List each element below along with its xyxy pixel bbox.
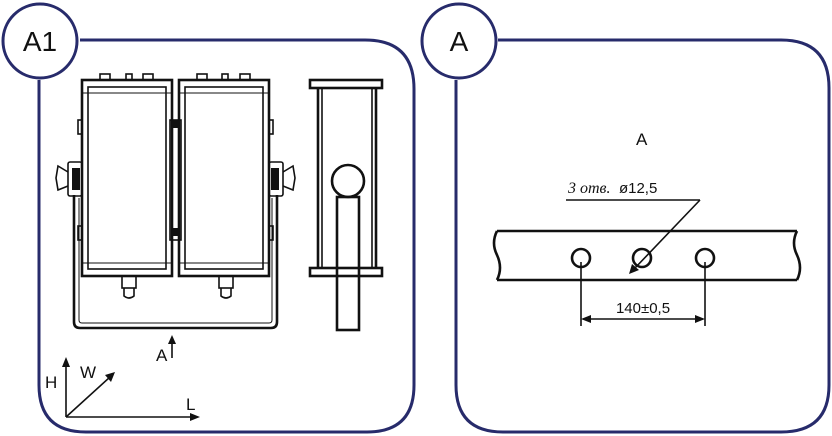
view-arrow-label: A — [156, 346, 168, 365]
right-knob — [268, 161, 296, 197]
mounting-bracket — [72, 195, 279, 330]
panel-a: A — [420, 2, 831, 434]
holes-note-prefix: 3 отв. — [567, 180, 611, 197]
axis-label-l: L — [186, 395, 195, 414]
hole-callout: 3 отв. ø12,5 — [566, 180, 701, 274]
panel-a-badge — [420, 2, 498, 80]
axis-label-h: H — [45, 373, 57, 392]
mounting-bracket-inner — [78, 198, 273, 324]
floodlight-side-view — [308, 78, 384, 332]
panel-a-frame — [454, 38, 831, 434]
bar-break-right — [792, 230, 802, 281]
hole-center — [631, 247, 653, 269]
panel-a1-badge-label: A1 — [23, 26, 57, 57]
axis-label-w: W — [80, 363, 96, 382]
panel-a1-frame — [37, 38, 416, 434]
lamp-module-right — [177, 73, 274, 299]
floodlight-front-view: A — [55, 73, 296, 365]
left-knob — [55, 161, 83, 197]
spacing-dimension: 140±0,5 — [580, 262, 706, 326]
detail-view-title: A — [636, 130, 648, 149]
view-arrow-a: A — [156, 335, 176, 365]
holes-note-value: ø12,5 — [619, 180, 657, 197]
lamp-module-left — [77, 73, 174, 299]
bar-break-left — [492, 230, 502, 281]
coordinate-axes: H W L — [45, 357, 200, 421]
pivot-hub — [330, 163, 366, 199]
spacing-dimension-label: 140±0,5 — [616, 300, 670, 317]
holes-note: 3 отв. ø12,5 — [567, 180, 657, 197]
bracket-arm — [335, 195, 361, 332]
panel-a1: A1 — [1, 2, 416, 434]
panel-a1-badge — [1, 2, 79, 80]
panel-a-badge-label: A — [450, 26, 469, 57]
